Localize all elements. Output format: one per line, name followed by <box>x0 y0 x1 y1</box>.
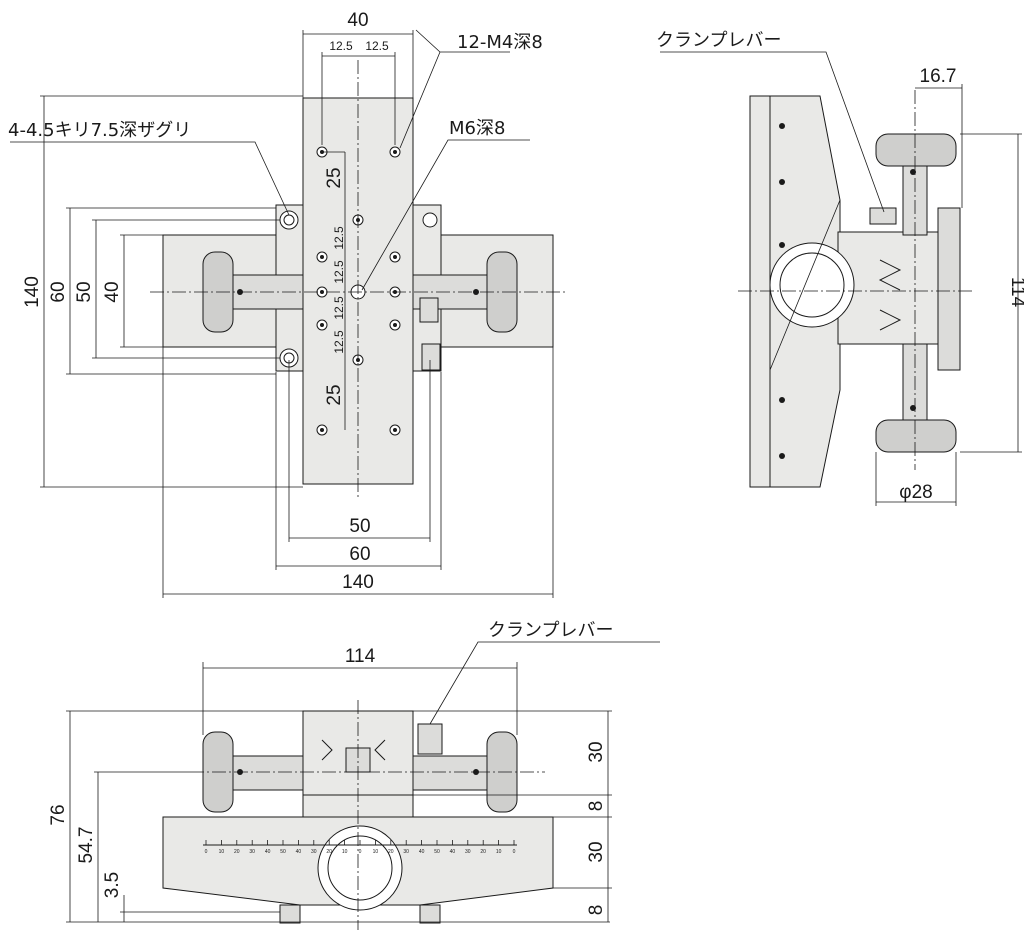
scale-label: 20 <box>480 849 486 855</box>
scale-label: 10 <box>219 849 225 855</box>
scale-label: 20 <box>234 849 240 855</box>
callout-counterbore: 4-4.5キリ7.5深ザグリ <box>8 120 191 141</box>
side-clamp-lever <box>869 207 897 225</box>
dim-offset: 16.7 <box>920 66 957 87</box>
dim-v125-b: 12.5 <box>332 260 346 284</box>
side-slide-block <box>837 231 939 345</box>
dim-v25-upper: 25 <box>324 167 345 188</box>
dim-upper-30: 30 <box>586 741 607 762</box>
dim-bottom-50: 50 <box>349 516 370 537</box>
dim-side-height: 114 <box>1007 277 1024 308</box>
clamp-lever-knob <box>419 297 439 323</box>
scale-label: 20 <box>326 849 332 855</box>
dim-left-60: 60 <box>48 281 69 302</box>
dim-pitch-b: 12.5 <box>365 39 389 53</box>
dim-lower-30: 30 <box>586 841 607 862</box>
callout-center-tap: M6深8 <box>449 118 505 139</box>
scale-label: 40 <box>296 849 302 855</box>
scale-label: 10 <box>373 849 379 855</box>
side-upper-knob <box>875 133 957 167</box>
front-clamp-lever <box>417 723 443 755</box>
scale-label: 10 <box>342 849 348 855</box>
dim-v125-d: 12.5 <box>332 330 346 354</box>
front-right-foot <box>419 904 441 924</box>
dim-bottom-60: 60 <box>349 544 370 565</box>
clamp-lever-top <box>422 212 438 228</box>
scale-label: 40 <box>419 849 425 855</box>
scale-label: 40 <box>265 849 271 855</box>
front-round-knob-inner <box>327 835 393 901</box>
scale-label: 50 <box>434 849 440 855</box>
dim-top-width: 40 <box>347 10 368 31</box>
callout-tapped-holes: 12-M4深8 <box>457 32 543 53</box>
scale-label: 30 <box>465 849 471 855</box>
front-scale-ticks: 0 10 20 30 40 50 40 30 20 10 0 10 20 30 40 50 40 30 20 10 0 <box>205 840 516 855</box>
scale-label: 20 <box>388 849 394 855</box>
scale-label: 0 <box>359 849 362 855</box>
callout-clamp-lever-side: クランプレバー <box>656 30 781 51</box>
dim-bottom-140: 140 <box>342 572 374 593</box>
side-view: クランプレバー 16.7 114 φ28 <box>656 30 1024 506</box>
scale-label: 30 <box>311 849 317 855</box>
scale-label: 0 <box>205 849 208 855</box>
side-screw-dots <box>779 123 916 459</box>
dim-total-height: 76 <box>48 804 69 825</box>
scale-label: 10 <box>496 849 502 855</box>
side-round-knob-inner <box>779 252 845 318</box>
front-left-foot <box>279 904 301 924</box>
clamp-lever-bottom <box>421 343 441 371</box>
scale-label: 30 <box>249 849 255 855</box>
side-top-plate <box>937 207 961 371</box>
scale-label: 30 <box>403 849 409 855</box>
dim-axis-height: 54.7 <box>76 827 97 864</box>
dim-knob-dia: φ28 <box>899 482 932 503</box>
callout-clamp-lever-front: クランプレバー <box>488 620 613 641</box>
dim-left-140: 140 <box>22 276 43 308</box>
dim-front-width: 114 <box>345 646 376 667</box>
dim-left-50: 50 <box>74 281 95 302</box>
top-view: 40 12.5 12.5 12-M4深8 4-4.5キリ7.5深ザグリ M6深8… <box>8 10 566 598</box>
dim-foot: 3.5 <box>102 872 123 898</box>
scale-label: 40 <box>450 849 456 855</box>
scale-label: 0 <box>513 849 516 855</box>
dim-left-40: 40 <box>102 281 123 302</box>
dim-v25-lower: 25 <box>324 384 345 405</box>
dim-v125-a: 12.5 <box>332 226 346 250</box>
counterbore-inner <box>283 214 295 226</box>
side-lower-knob <box>875 419 957 453</box>
dim-v125-c: 12.5 <box>332 296 346 320</box>
dim-lower-8: 8 <box>586 905 607 916</box>
scale-label: 50 <box>280 849 286 855</box>
front-left-shaft <box>232 755 304 791</box>
dim-upper-8: 8 <box>586 801 607 812</box>
dim-pitch-a: 12.5 <box>329 39 353 53</box>
